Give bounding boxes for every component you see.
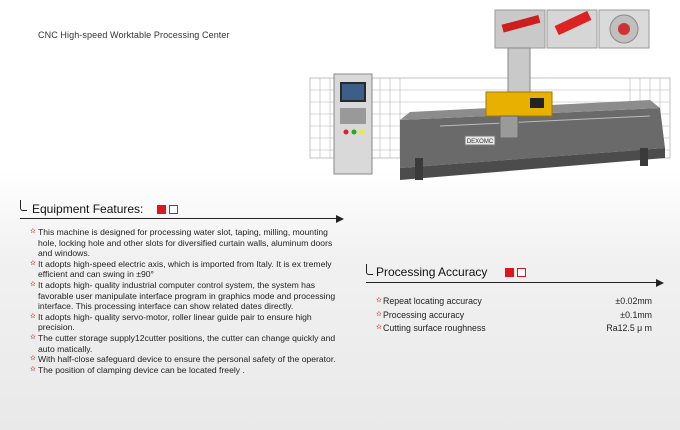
machine-illustration: DEXOMC [309, 9, 671, 180]
accuracy-value: Ra12.5 μ m [606, 323, 652, 333]
arrow-right-icon [656, 278, 664, 287]
accuracy-label: Processing accuracy [383, 309, 465, 320]
control-cabinet [333, 73, 373, 175]
list-item: ✫It adopts high- quality servo-motor, ro… [30, 311, 312, 333]
equipment-heading-text: Equipment Features: [32, 202, 144, 216]
list-item: ✫The position of clamping device can be … [30, 364, 245, 375]
list-item: ✫It adopts high- quality industrial comp… [30, 279, 336, 312]
accuracy-value: ±0.1mm [620, 309, 652, 320]
accuracy-table: ✫ Repeat locating accuracy ±0.02mm ✫ Pro… [376, 296, 652, 337]
accuracy-label: Cutting surface roughness [383, 323, 486, 333]
table-row: ✫ Repeat locating accuracy ±0.02mm [376, 296, 652, 310]
star-bullet-icon: ✫ [30, 365, 36, 373]
list-item: ✫The cutter storage supply12cutter posit… [30, 332, 336, 354]
accuracy-label: Repeat locating accuracy [383, 296, 482, 306]
star-bullet-icon: ✫ [30, 228, 36, 235]
star-bullet-icon: ✫ [30, 259, 36, 267]
accuracy-heading-bracket [366, 264, 373, 275]
star-bullet-icon: ✫ [30, 355, 36, 363]
red-square-filled-icon [505, 267, 515, 277]
red-square-outline-icon [169, 204, 179, 214]
accuracy-value: ±0.02mm [615, 296, 652, 306]
spindle-head [485, 47, 553, 139]
star-bullet-icon: ✫ [376, 297, 382, 304]
equipment-heading: Equipment Features: [32, 202, 179, 216]
table-row: ✫ Processing accuracy ±0.1mm [376, 310, 652, 324]
red-square-outline-icon [517, 267, 527, 277]
detail-thumbnails [494, 9, 650, 49]
list-item: ✫This machine is designed for processing… [30, 227, 333, 259]
list-item: ✫It adopts high-speed electric axis, whi… [30, 258, 332, 280]
accuracy-heading-rule [366, 282, 658, 283]
red-square-filled-icon [157, 204, 167, 214]
accuracy-heading: Processing Accuracy [376, 265, 527, 279]
star-bullet-icon: ✫ [30, 280, 36, 288]
star-bullet-icon: ✫ [30, 312, 36, 320]
arrow-right-icon [336, 214, 344, 223]
table-row: ✫ Cutting surface roughness Ra12.5 μ m [376, 323, 652, 337]
brand-plate: DEXOMC [467, 139, 494, 145]
equipment-heading-bracket [20, 200, 27, 211]
features-list: ✫This machine is designed for processing… [30, 227, 348, 375]
star-bullet-icon: ✫ [376, 310, 382, 318]
equipment-heading-rule [20, 218, 338, 219]
list-item: ✫With half-close safeguard device to ens… [30, 354, 336, 365]
star-bullet-icon: ✫ [30, 333, 36, 341]
star-bullet-icon: ✫ [376, 324, 382, 331]
accuracy-heading-text: Processing Accuracy [376, 265, 488, 279]
page-title: CNC High-speed Worktable Processing Cent… [38, 30, 230, 40]
